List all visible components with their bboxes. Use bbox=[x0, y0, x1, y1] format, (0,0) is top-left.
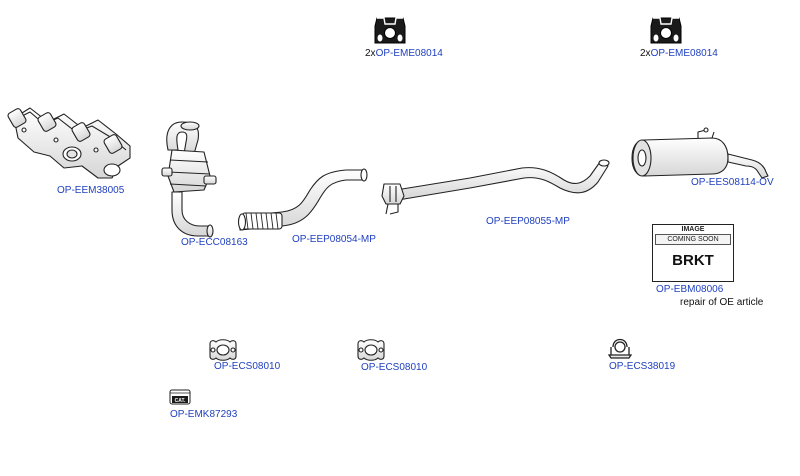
pipe-clamp-icon[interactable] bbox=[209, 339, 237, 361]
placeholder-image-text: IMAGE bbox=[681, 226, 705, 233]
part-label-ecc08163: OP-ECC08163 bbox=[181, 237, 248, 249]
quantity-label: 2x bbox=[365, 48, 376, 59]
part-link-ecc08163[interactable]: OP-ECC08163 bbox=[181, 237, 248, 248]
middle-pipe-icon[interactable] bbox=[381, 159, 610, 215]
part-note: repair of OE article bbox=[680, 297, 764, 308]
pipe-clamp-icon[interactable] bbox=[357, 339, 385, 361]
part-link-ebm08006[interactable]: OP-EBM08006 bbox=[656, 284, 724, 295]
part-label-eep08055-mp: OP-EEP08055-MP bbox=[486, 216, 570, 228]
part-label-eme08014-a: 2xOP-EME08014 bbox=[365, 48, 443, 60]
placeholder-brkt-text: BRKT bbox=[672, 252, 714, 269]
part-link-ecs08010[interactable]: OP-ECS08010 bbox=[214, 361, 281, 372]
catalytic-converter-icon[interactable] bbox=[161, 121, 217, 238]
part-link-eme08014[interactable]: OP-EME08014 bbox=[650, 48, 718, 59]
part-link-eep08055-mp[interactable]: OP-EEP08055-MP bbox=[486, 216, 570, 227]
flex-front-pipe-icon[interactable] bbox=[237, 168, 368, 231]
rear-silencer-icon[interactable] bbox=[631, 127, 769, 179]
part-label-ecs08010-a: OP-ECS08010 bbox=[214, 361, 280, 373]
u-bolt-clamp-icon[interactable] bbox=[607, 338, 633, 359]
part-link-emk87293[interactable]: OP-EMK87293 bbox=[170, 409, 238, 420]
part-link-eem38005[interactable]: OP-EEM38005 bbox=[57, 185, 125, 196]
image-coming-soon-placeholder[interactable]: IMAGE COMING SOON BRKT bbox=[652, 224, 734, 282]
exhaust-manifold-icon[interactable] bbox=[7, 107, 131, 179]
part-label-ecs38019: OP-ECS38019 bbox=[609, 361, 675, 373]
part-label-ees08114-ov: OP-EES08114-OV bbox=[691, 177, 774, 189]
mounting-kit-icon[interactable]: CAT. bbox=[169, 389, 191, 405]
part-link-eme08014[interactable]: OP-EME08014 bbox=[375, 48, 443, 59]
part-label-ebm08006: OP-EBM08006 bbox=[656, 284, 723, 296]
part-link-ees08114-ov[interactable]: OP-EES08114-OV bbox=[691, 177, 774, 188]
rubber-hanger-icon[interactable] bbox=[374, 17, 406, 44]
part-label-eme08014-b: 2xOP-EME08014 bbox=[640, 48, 718, 60]
part-label-eep08054-mp: OP-EEP08054-MP bbox=[292, 234, 376, 246]
part-link-eep08054-mp[interactable]: OP-EEP08054-MP bbox=[292, 234, 376, 245]
rubber-hanger-icon[interactable] bbox=[650, 17, 682, 44]
kit-badge-label: CAT. bbox=[175, 398, 186, 404]
quantity-label: 2x bbox=[640, 48, 651, 59]
part-label-emk87293: OP-EMK87293 bbox=[170, 409, 237, 421]
part-label-ecs08010-b: OP-ECS08010 bbox=[361, 362, 427, 374]
part-link-ecs38019[interactable]: OP-ECS38019 bbox=[609, 361, 676, 372]
placeholder-coming-soon-text: COMING SOON bbox=[655, 234, 731, 245]
part-label-eem38005: OP-EEM38005 bbox=[57, 185, 124, 197]
part-link-ecs08010[interactable]: OP-ECS08010 bbox=[361, 362, 428, 373]
